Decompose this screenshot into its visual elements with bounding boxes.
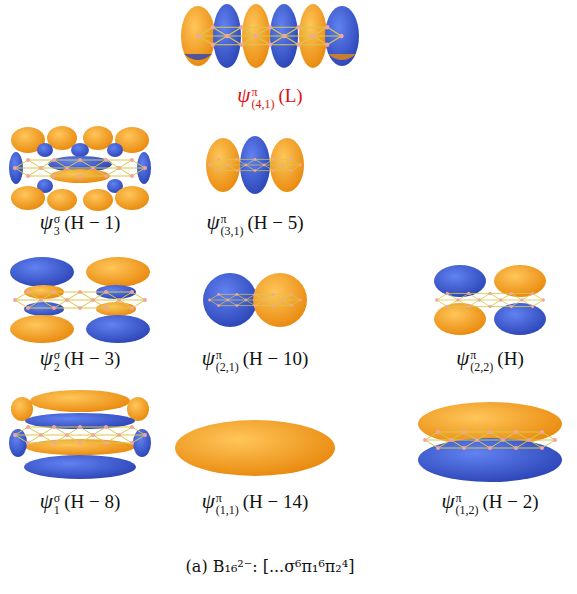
orbital-subscript: 2 <box>54 360 60 372</box>
orbital-superscript: π <box>251 85 274 97</box>
orbital-symbol: ψ <box>40 346 53 370</box>
orbital-level: (H − 2) <box>482 491 538 512</box>
orbital-superscript: π <box>470 348 493 360</box>
orbital-symbol: ψ <box>202 489 215 513</box>
orbital-label: ψπ(3,1)(H − 5) <box>206 212 303 237</box>
orbital-level: (H − 8) <box>64 491 120 512</box>
figure-caption: (a) B₁₆²⁻: [...σ⁶π₁⁶π₂⁴] <box>186 557 355 576</box>
orbital-level: (H − 10) <box>243 348 309 369</box>
orbital-subscript: (2,1) <box>216 360 239 372</box>
orbital-subscript: (4,1) <box>251 97 274 109</box>
orbital-level: (H − 3) <box>64 348 120 369</box>
orbital-level: (H − 1) <box>64 212 120 233</box>
orbital-superscript: σ <box>54 491 60 503</box>
orbital-subscript: 1 <box>54 503 60 515</box>
orbital-level: (H) <box>497 348 523 369</box>
index-stack: π(1,1) <box>216 491 239 515</box>
orbital-superscript: σ <box>54 212 60 224</box>
index-stack: σ2 <box>54 348 60 372</box>
orbital-h-8 <box>9 390 151 479</box>
orbital-level: (L) <box>278 85 302 106</box>
index-stack: σ1 <box>54 491 60 515</box>
orbital-label: ψσ3(H − 1) <box>40 212 121 237</box>
orbital-homo <box>434 265 546 335</box>
orbital-label: ψπ(4,1)(L) <box>237 85 302 110</box>
orbital-subscript: (1,1) <box>216 503 239 515</box>
orbital-level: (H − 5) <box>247 212 303 233</box>
orbital-label: ψπ(2,1)(H − 10) <box>202 348 309 373</box>
orbital-h-10 <box>203 273 307 327</box>
orbital-label: ψσ1(H − 8) <box>40 491 121 516</box>
orbital-h-14 <box>175 420 335 476</box>
orbital-subscript: (2,2) <box>470 360 493 372</box>
index-stack: π(3,1) <box>220 212 243 236</box>
index-stack: π(1,2) <box>455 491 478 515</box>
orbital-superscript: π <box>216 491 239 503</box>
orbital-symbol: ψ <box>206 210 219 234</box>
orbital-subscript: (1,2) <box>455 503 478 515</box>
orbital-h-5 <box>206 136 304 194</box>
orbital-lumo <box>181 4 359 68</box>
index-stack: π(2,1) <box>216 348 239 372</box>
orbital-superscript: π <box>455 491 478 503</box>
index-stack: π(4,1) <box>251 85 274 109</box>
index-stack: π(2,2) <box>470 348 493 372</box>
orbital-symbol: ψ <box>456 346 469 370</box>
orbital-symbol: ψ <box>40 489 53 513</box>
orbital-symbol: ψ <box>237 83 250 107</box>
orbital-label: ψσ2(H − 3) <box>40 348 121 373</box>
orbital-subscript: (3,1) <box>220 224 243 236</box>
orbital-level: (H − 14) <box>243 491 309 512</box>
orbital-superscript: π <box>216 348 239 360</box>
orbital-h-1 <box>9 126 151 211</box>
orbital-superscript: π <box>220 212 243 224</box>
orbital-h-3 <box>10 257 150 343</box>
index-stack: σ3 <box>54 212 60 236</box>
orbital-superscript: σ <box>54 348 60 360</box>
orbital-label: ψπ(2,2)(H) <box>456 348 523 373</box>
orbital-h-2 <box>418 402 562 482</box>
orbital-symbol: ψ <box>202 346 215 370</box>
orbital-symbol: ψ <box>40 210 53 234</box>
orbital-symbol: ψ <box>441 489 454 513</box>
orbital-subscript: 3 <box>54 224 60 236</box>
orbital-label: ψπ(1,1)(H − 14) <box>202 491 309 516</box>
orbital-label: ψπ(1,2)(H − 2) <box>441 491 538 516</box>
